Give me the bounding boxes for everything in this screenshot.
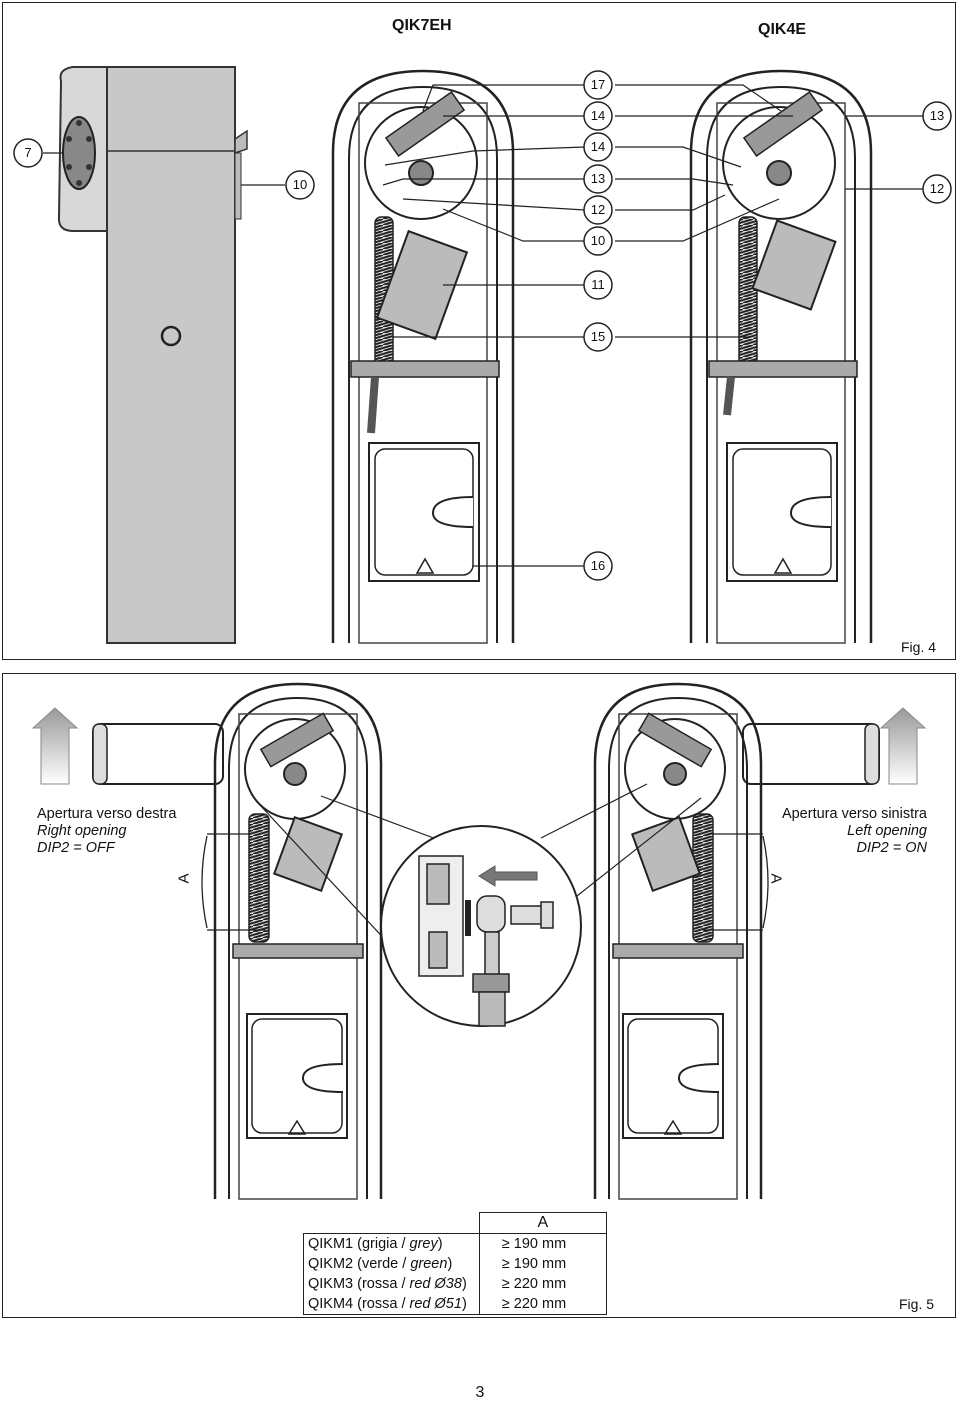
table-row: QIKM3 (rossa / red Ø38) ≥ 220 mm (303, 1274, 607, 1294)
callout-13: 13 (590, 171, 606, 186)
row-name-italic: red Ø38 (409, 1276, 462, 1292)
cabinet-right-opening (213, 682, 383, 1200)
opening-arrow-right (879, 707, 927, 785)
right-opening-dip: DIP2 = OFF (37, 840, 115, 856)
row-value: ≥ 190 mm (478, 1233, 607, 1254)
detail-magnifier (258, 783, 702, 1027)
page-number: 3 (475, 1384, 485, 1401)
right-opening-italian: Apertura verso destra (37, 806, 177, 822)
callout-12: 12 (590, 202, 606, 217)
cabinet-qik4e (689, 69, 873, 644)
right-opening-english: Right opening (37, 823, 127, 839)
spring-kit-table: A QIKM1 (grigia / grey) ≥ 190 mm QIKM2 (… (303, 1212, 607, 1315)
side-view-housing (57, 66, 248, 644)
row-name-italic: green (410, 1256, 448, 1272)
callout-13-right: 13 (929, 108, 945, 123)
left-opening-dip: DIP2 = ON (856, 840, 927, 856)
table-row: QIKM4 (rossa / red Ø51) ≥ 220 mm (303, 1294, 607, 1315)
cabinet-left-opening (593, 682, 763, 1200)
row-name: QIKM3 (rossa / (308, 1276, 410, 1292)
dimension-a-left: A (175, 873, 193, 884)
row-name: QIKM4 (rossa / (308, 1296, 410, 1312)
callout-10-side: 10 (292, 177, 308, 192)
left-opening-english: Left opening (847, 823, 927, 839)
figure-5-panel: Apertura verso destra Right opening DIP2… (2, 673, 956, 1318)
table-header-a: A (478, 1212, 607, 1234)
row-value: ≥ 220 mm (478, 1294, 607, 1315)
row-name: QIKM2 (verde / (308, 1256, 411, 1272)
callout-17: 17 (590, 77, 606, 92)
left-opening-italian: Apertura verso sinistra (781, 806, 927, 822)
row-name-end: ) (437, 1236, 443, 1252)
callout-10: 10 (590, 233, 606, 248)
dimension-a-right: A (767, 873, 785, 884)
row-name-italic: grey (409, 1236, 438, 1252)
callout-11: 11 (591, 277, 605, 292)
figure-4-callouts (13, 70, 952, 581)
figure-4-caption: Fig. 4 (901, 639, 937, 655)
model-label-qik4e: QIK4E (758, 21, 807, 38)
row-name: QIKM1 (grigia / (308, 1236, 410, 1252)
fig4-leader-lines (43, 84, 923, 567)
cabinet-qik7eh (331, 69, 515, 644)
figure-5-drawing (31, 682, 927, 1200)
row-name-end: ) (447, 1256, 453, 1272)
row-name-end: ) (461, 1296, 467, 1312)
figure-5-caption: Fig. 5 (899, 1296, 935, 1312)
callout-7: 7 (24, 145, 32, 160)
right-opening-label: Apertura verso destra Right opening DIP2… (37, 806, 176, 857)
callout-16: 16 (590, 558, 606, 573)
callout-14-a: 14 (590, 108, 606, 123)
row-name-end: ) (461, 1276, 467, 1292)
row-value: ≥ 220 mm (478, 1274, 607, 1294)
callout-14-b: 14 (590, 139, 606, 154)
row-name-italic: red Ø51 (409, 1296, 462, 1312)
model-label-qik7eh: QIK7EH (392, 17, 452, 34)
table-row: QIKM1 (grigia / grey) ≥ 190 mm (303, 1233, 607, 1254)
table-row: QIKM2 (verde / green) ≥ 190 mm (303, 1254, 607, 1274)
left-opening-label: Apertura verso sinistra Left opening DIP… (743, 806, 927, 857)
figure-4-panel: QIK7EH QIK4E 7 10 17 14 14 13 12 10 11 1… (2, 2, 956, 660)
row-value: ≥ 190 mm (478, 1254, 607, 1274)
opening-arrow-left (31, 707, 79, 785)
figure-4-drawing (43, 66, 923, 644)
callout-15: 15 (590, 329, 606, 344)
callout-12-right: 12 (929, 181, 945, 196)
